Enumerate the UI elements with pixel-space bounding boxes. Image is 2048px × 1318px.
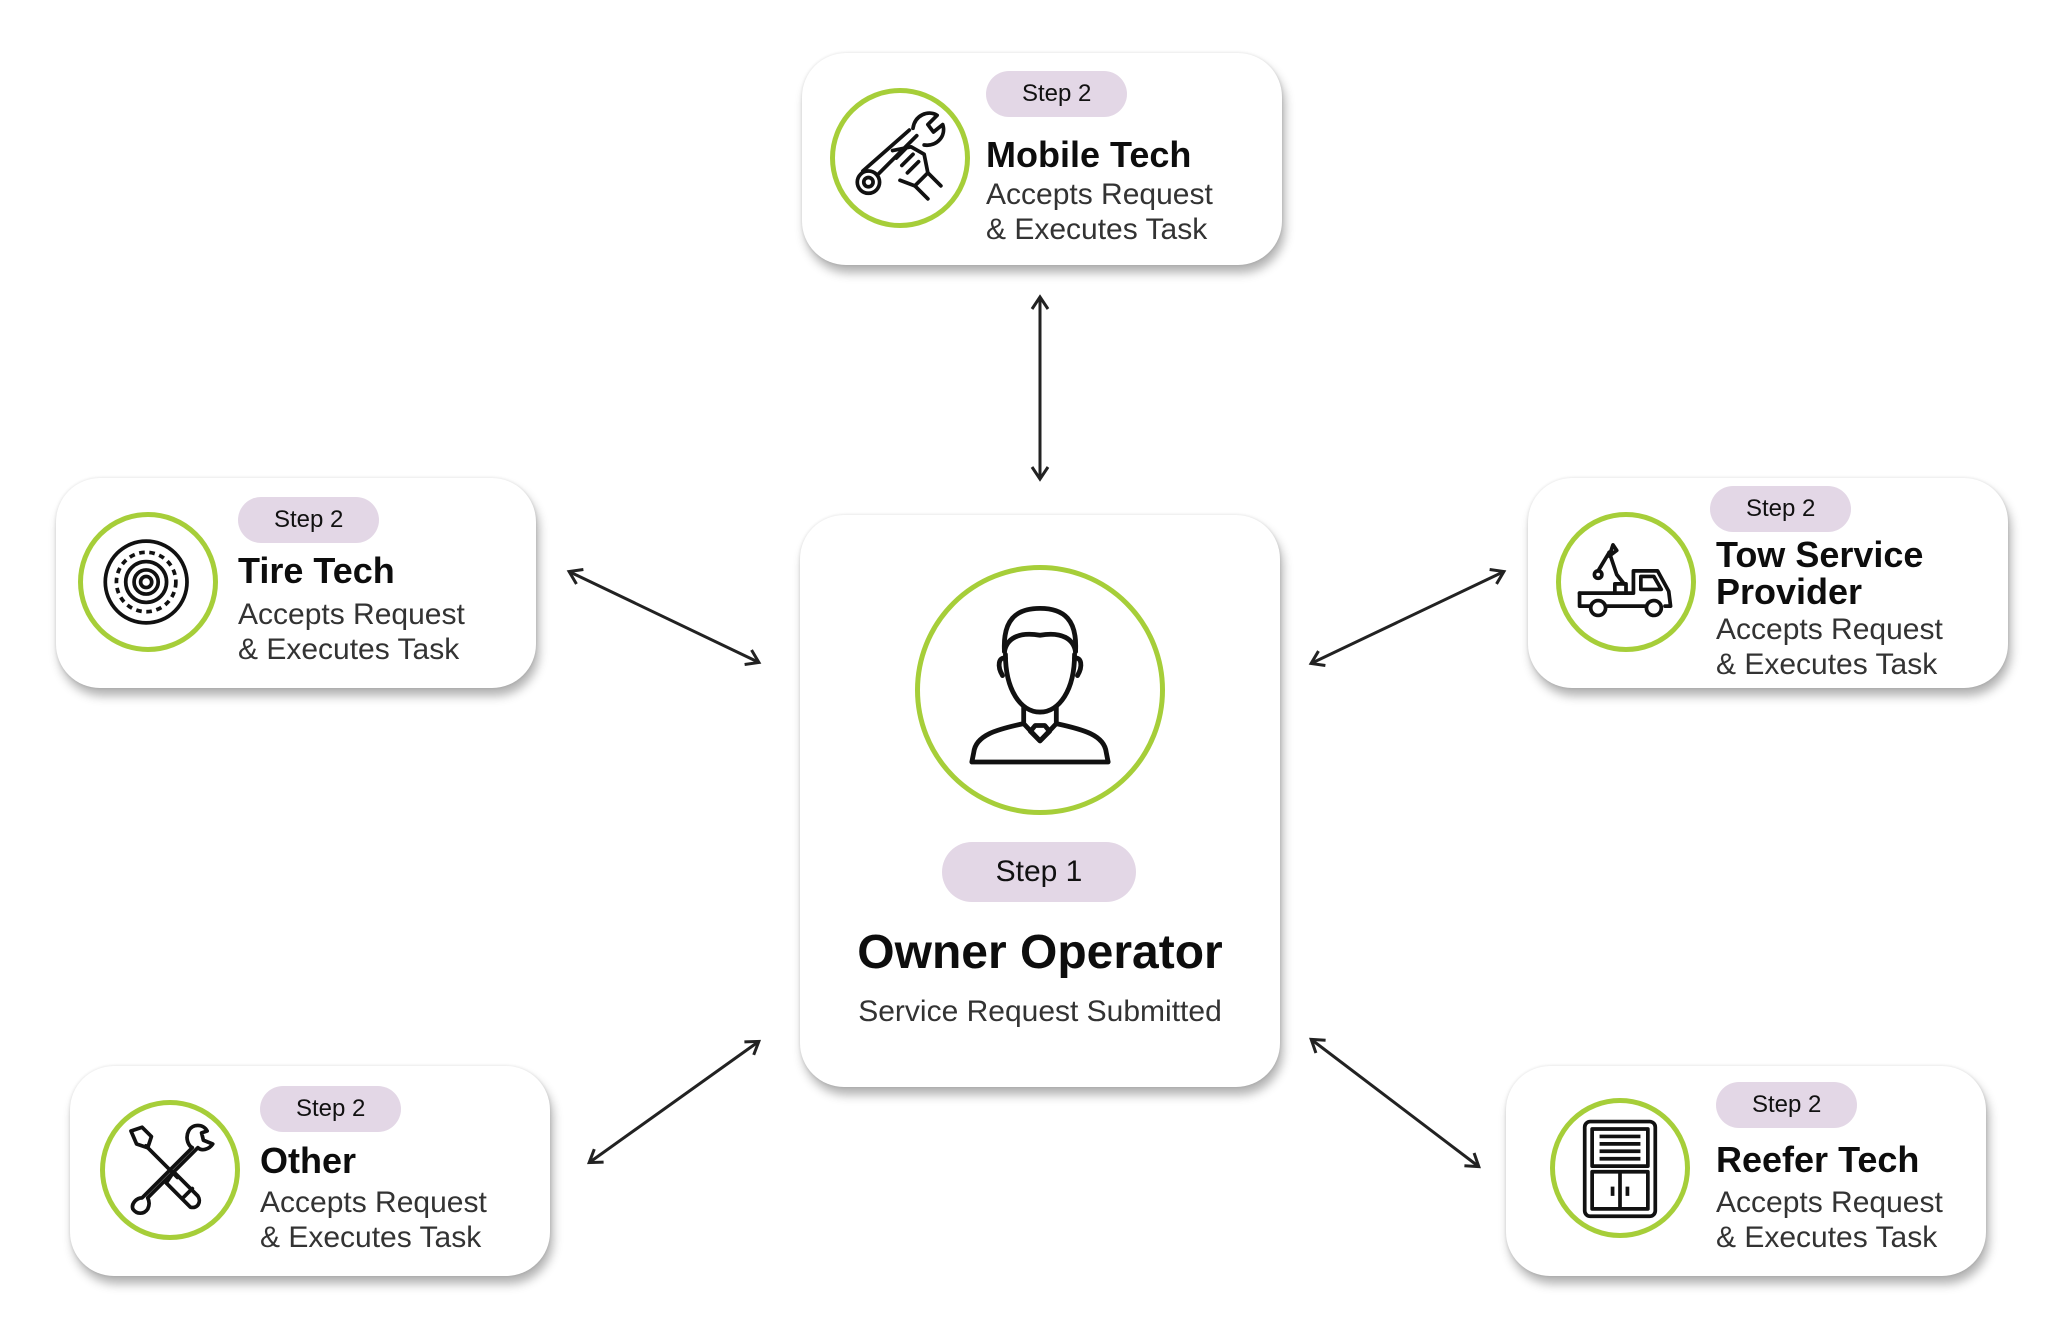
- reefer-tech-icon-ring: [1550, 1098, 1690, 1238]
- reefer-unit-icon: [1582, 1119, 1658, 1219]
- reefer-tech-title: Reefer Tech: [1716, 1139, 1920, 1180]
- tow-service-step-badge: Step 2: [1710, 486, 1852, 532]
- tow-service-title-line1: Tow Service: [1716, 534, 1924, 575]
- other-step-badge: Step 2: [260, 1086, 402, 1132]
- tire-tech-title: Tire Tech: [238, 550, 395, 591]
- wrench-hand-icon: [855, 111, 946, 201]
- mobile-tech-icon-ring: [830, 88, 970, 228]
- tow-service-icon-ring: [1556, 512, 1696, 652]
- owner-operator-title: Owner Operator: [857, 926, 1223, 979]
- reefer-tech-line2: & Executes Task: [1716, 1221, 1938, 1254]
- tire-tech-step-badge: Step 2: [238, 497, 380, 543]
- arrow-tow: [1308, 568, 1507, 667]
- owner-operator-step-badge: Step 1: [942, 842, 1136, 902]
- owner-operator-description: Service Request Submitted: [858, 995, 1222, 1028]
- tow-truck-icon: [1577, 543, 1673, 618]
- other-line1: Accepts Request: [260, 1186, 487, 1219]
- mobile-tech-line2: & Executes Task: [986, 213, 1208, 246]
- mobile-tech-title: Mobile Tech: [986, 134, 1192, 175]
- arrow-other: [586, 1039, 762, 1165]
- tire-tech-line2: & Executes Task: [238, 633, 460, 666]
- reefer-tech-step-badge: Step 2: [1716, 1082, 1858, 1128]
- arrow-tire: [566, 568, 762, 666]
- mobile-tech-line1: Accepts Request: [986, 178, 1213, 211]
- tow-service-line1: Accepts Request: [1716, 613, 1943, 646]
- mobile-tech-step-badge: Step 2: [986, 71, 1128, 117]
- tow-service-title-line2: Provider: [1716, 571, 1863, 612]
- other-line2: & Executes Task: [260, 1221, 482, 1254]
- tire-tech-icon-ring: [78, 512, 218, 652]
- other-icon-ring: [100, 1100, 240, 1240]
- reefer-tech-line1: Accepts Request: [1716, 1186, 1943, 1219]
- other-title: Other: [260, 1140, 357, 1181]
- tire-tech-line1: Accepts Request: [238, 598, 465, 631]
- person-icon: [969, 606, 1111, 765]
- tools-icon: [129, 1123, 215, 1216]
- owner-operator-icon-ring: [915, 565, 1165, 815]
- arrow-reefer: [1309, 1037, 1481, 1169]
- tow-service-line2: & Executes Task: [1716, 648, 1938, 681]
- tire-icon: [103, 539, 189, 625]
